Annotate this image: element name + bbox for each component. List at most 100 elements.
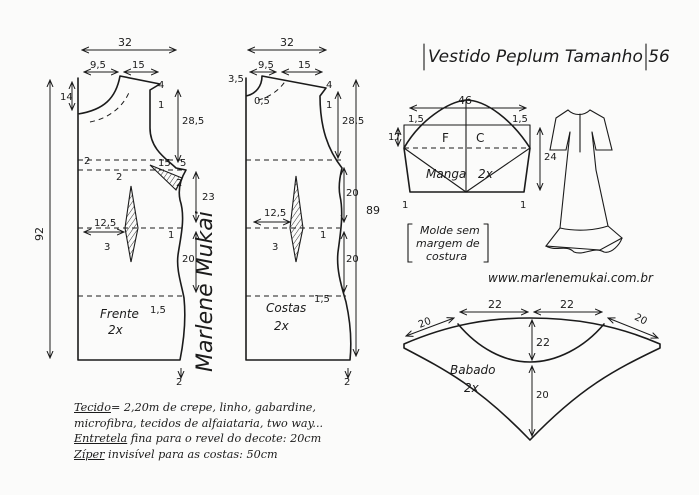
sleeve-diag-right [465, 147, 531, 193]
signature: Marlene Mukai [193, 211, 218, 372]
front-hip-drop-label: 23 [202, 192, 215, 203]
front-waist-dart [124, 185, 139, 263]
fabric-note: Tecido= 2,20m de crepe, linho, gabardine… [74, 400, 404, 416]
fabric-label: Tecido [74, 401, 111, 414]
back-armhole-label: 28,5 [342, 116, 364, 127]
front-neck-drop-label: 14 [60, 92, 73, 103]
front-dart-depth-label: 2 [116, 172, 122, 183]
sleeve-piece-count: 2x [478, 167, 494, 181]
ruffle-inner-depth-label: 22 [536, 336, 550, 349]
sleeve-outline [403, 99, 531, 193]
note-bracket-left [407, 223, 413, 263]
front-dart-offset-label: 12,5 [94, 218, 116, 229]
back-neck-drop-label: 3,5 [228, 74, 244, 85]
back-neck-label: 9,5 [258, 60, 274, 71]
front-hem-ease-label: 1,5 [150, 305, 166, 316]
ruffle-outline [403, 317, 661, 441]
back-waist-dart [289, 175, 304, 263]
fabric-line1: = 2,20m de crepe, linho, gabardine, [110, 401, 316, 414]
sleeve-cap-offset-l: 1,5 [408, 114, 424, 125]
front-pattern-piece: 32 9,5 15 14 4 1 28,5 92 2 15 5 2 2 23 1… [33, 36, 215, 388]
front-piece-name: Frente [100, 307, 139, 321]
pattern-title: Vestido Peplum Tamanho 56 [428, 47, 670, 67]
ruffle-flare-left-label: 20 [417, 316, 433, 331]
back-pattern-piece: 32 9,5 15 3,5 0,5 4 1 28,5 89 20 12,5 3 … [228, 36, 380, 388]
front-facing-line [89, 89, 131, 123]
front-bust-dart [149, 164, 183, 191]
front-skirt-drop-label: 20 [182, 254, 195, 265]
back-length-label: 89 [366, 204, 380, 217]
zipper-text: invisível para as costas: 50cm [104, 447, 278, 461]
front-piece-count: 2x [108, 323, 124, 337]
front-arm-5-label: 5 [180, 158, 186, 169]
back-piece-count: 2x [274, 319, 290, 333]
back-piece-name: Costas [266, 301, 306, 315]
dress-right-sleeve [589, 109, 613, 151]
ruffle-depth-label: 20 [536, 390, 549, 401]
sleeve-pattern-piece: 46 17 24 1,5 1,5 1 1 F C Manga 2x [388, 94, 557, 211]
front-armhole-label: 28,5 [182, 116, 204, 127]
front-neck-label: 9,5 [90, 60, 106, 71]
front-bust-dart-label: 15 [158, 158, 171, 169]
zipper-note: Zíper invisível para as costas: 50cm [74, 447, 404, 463]
sleeve-diag-left [403, 147, 467, 193]
back-neck-back-label: 0,5 [254, 96, 270, 107]
back-hem-ease-label: 1,5 [314, 294, 330, 305]
front-width-label: 32 [118, 36, 132, 49]
back-cap-label: 1 [326, 100, 332, 111]
sleeve-hem-offset-l: 1 [402, 200, 408, 211]
ruffle-piece-name: Babado [450, 363, 496, 377]
interfacing-note: Entretela fina para o revel do decote: 2… [74, 431, 404, 447]
back-skirt-drop-label: 20 [346, 254, 359, 265]
back-side-label: 1 [320, 230, 326, 241]
ruffle-inner-arc [457, 323, 605, 363]
sleeve-width-label: 46 [458, 94, 472, 107]
back-outline [245, 75, 352, 361]
sleeve-front-mark: F [442, 131, 449, 145]
ruffle-flare-left-dim [406, 318, 454, 336]
title-block: Vestido Peplum Tamanho 56 [423, 43, 670, 71]
interfacing-label: Entretela [74, 432, 128, 445]
back-width-label: 32 [280, 36, 294, 49]
ruffle-radius-left-label: 22 [488, 298, 502, 311]
dress-peplum-hem [545, 237, 623, 254]
front-dart-width-label: 3 [104, 242, 110, 253]
seam-allowance-note: Molde sem margem de costura [407, 223, 489, 263]
sleeve-back-mark: C [476, 131, 484, 145]
back-shoulder-drop-label: 4 [326, 80, 332, 91]
ruffle-pattern-piece: 22 22 20 20 22 20 Babado 2x [403, 298, 661, 441]
ruffle-piece-count: 2x [464, 381, 480, 395]
back-hip-drop-label: 20 [346, 188, 359, 199]
seam-note-line1: Molde sem [420, 224, 480, 237]
website: www.marlenemukai.com.br [488, 271, 654, 285]
front-outline [77, 75, 187, 361]
front-seam-label: 2 [176, 178, 182, 189]
back-dart-offset-label: 12,5 [264, 208, 286, 219]
back-facing-line [257, 79, 287, 101]
seam-note-line3: costura [426, 250, 467, 263]
zipper-label: Zíper [74, 447, 105, 461]
ruffle-flare-right-dim [608, 318, 658, 338]
interfacing-text: fina para o revel do decote: 20cm [127, 432, 322, 445]
front-shoulder-label: 15 [132, 60, 145, 71]
sleeve-piece-name: Manga [426, 167, 466, 181]
note-bracket-right [483, 223, 489, 263]
dress-neckline [567, 109, 591, 116]
dress-peplum-seam [559, 225, 609, 231]
sleeve-cap-offset-r: 1,5 [512, 114, 528, 125]
back-dart-width-label: 3 [272, 242, 278, 253]
sleeve-cap-label: 17 [388, 132, 401, 143]
front-hem-label: 2 [176, 377, 182, 388]
signature-text: Marlene Mukai [193, 211, 218, 372]
back-hem-label: 2 [344, 377, 350, 388]
seam-note-line2: margem de [416, 237, 480, 250]
material-notes: Tecido= 2,20m de crepe, linho, gabardine… [74, 400, 404, 462]
back-shoulder-label: 15 [298, 60, 311, 71]
front-side-label: 1 [168, 230, 174, 241]
title-brackets [423, 43, 647, 71]
dress-illustration [544, 109, 623, 254]
ruffle-radius-right-label: 22 [560, 298, 574, 311]
front-length-label: 92 [33, 227, 46, 241]
fabric-line2: microfibra, tecidos de alfaiataria, two … [74, 416, 324, 430]
